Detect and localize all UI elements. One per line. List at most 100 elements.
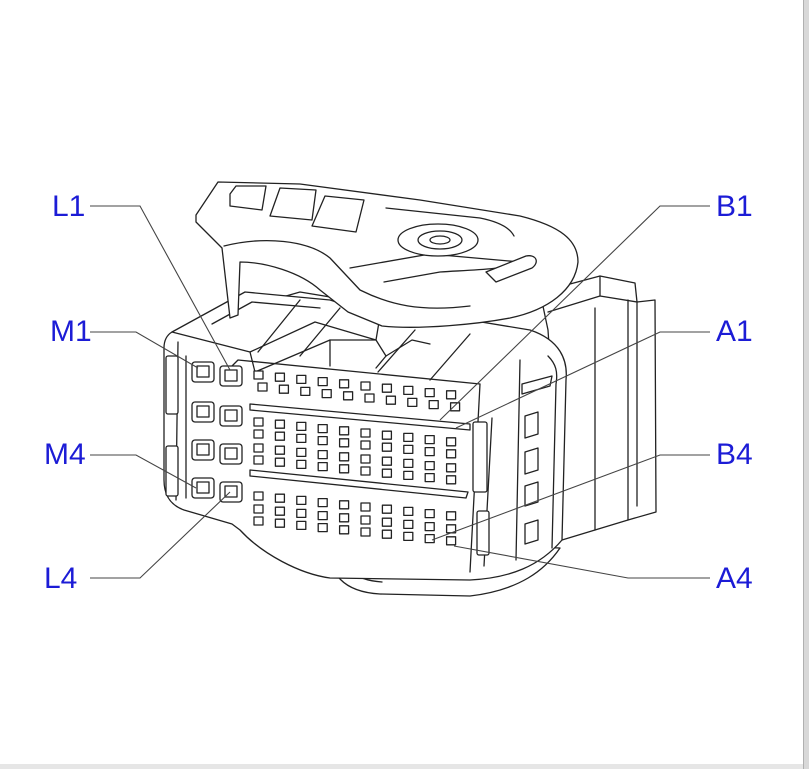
pin-cavity xyxy=(445,390,457,400)
pin-cavity xyxy=(274,372,286,382)
pin-cavity xyxy=(274,445,286,455)
pin-cavity xyxy=(381,442,393,452)
pin-cavity xyxy=(253,491,264,501)
pin-cavity xyxy=(317,510,328,521)
pin-cavity xyxy=(253,516,264,526)
pin-cavity xyxy=(424,446,435,457)
pin-cavity xyxy=(296,508,307,519)
pin-cavity xyxy=(321,388,332,399)
leader-M1 xyxy=(90,331,199,369)
pin-cavity xyxy=(338,452,350,462)
large-cavity-inner xyxy=(196,365,210,378)
pin-cavity xyxy=(424,533,435,544)
pin-cavity xyxy=(403,519,414,530)
pin-cavity xyxy=(274,518,286,528)
pin-cavity xyxy=(338,464,350,474)
pin-cavity xyxy=(424,472,435,483)
pin-cavity xyxy=(253,443,264,453)
pin-cavity xyxy=(424,387,435,398)
leader-A4 xyxy=(453,545,710,579)
leader-L4 xyxy=(90,491,231,579)
pin-cavity xyxy=(274,457,286,467)
pin-cavity xyxy=(296,495,307,506)
callout-L4: L4 xyxy=(44,562,78,595)
pin-cavity xyxy=(296,433,307,444)
pin-cavity xyxy=(403,458,414,469)
window-bottom-edge xyxy=(0,764,803,769)
pin-cavity xyxy=(424,460,435,471)
pin-cavity xyxy=(445,449,457,459)
pin-cavity xyxy=(403,506,414,517)
pin-cavity xyxy=(381,468,393,478)
large-cavity-inner xyxy=(224,447,238,460)
callout-L1: L1 xyxy=(52,190,86,223)
callout-A4: A4 xyxy=(716,562,753,595)
pin-slots xyxy=(165,355,490,556)
pin-cavity xyxy=(253,370,264,380)
pin-cavity xyxy=(360,502,371,512)
pin-cavity xyxy=(381,456,393,466)
pin-cavity xyxy=(274,493,286,503)
pin-cavity xyxy=(317,461,328,472)
callout-M4: M4 xyxy=(44,438,86,471)
pin-cavity xyxy=(360,381,371,391)
pin-cavity xyxy=(300,386,311,397)
pin-cavity xyxy=(360,454,371,464)
callout-A1: A1 xyxy=(716,315,753,348)
leader-lines xyxy=(90,205,710,579)
pin-cavity xyxy=(278,384,290,394)
pin-cavity xyxy=(317,376,328,387)
pin-cavity xyxy=(403,531,414,542)
pin-cavity xyxy=(381,430,393,440)
large-cavities xyxy=(191,361,243,503)
pin-cavity xyxy=(403,444,414,455)
pin-cavity xyxy=(296,374,307,385)
pin-cavity xyxy=(381,383,393,393)
pin-cavity xyxy=(317,423,328,434)
pin-cavity xyxy=(253,429,264,439)
large-cavity-inner xyxy=(196,405,210,418)
large-cavity-inner xyxy=(224,369,238,382)
pin-cavity xyxy=(360,428,371,438)
pin-cavity xyxy=(296,447,307,458)
pin-cavity xyxy=(360,466,371,476)
leader-A1 xyxy=(455,331,710,429)
pin-cavity xyxy=(338,426,350,436)
pin-cavity xyxy=(296,459,307,470)
pin-cavity xyxy=(317,449,328,460)
pin-cavity xyxy=(317,522,328,533)
pin-cavity xyxy=(428,399,439,410)
pin-cavity xyxy=(253,455,264,465)
leader-B1 xyxy=(439,205,710,421)
pin-cavity xyxy=(360,440,371,450)
pin-cavity xyxy=(360,515,371,525)
large-cavity-inner xyxy=(224,485,238,498)
callout-B4: B4 xyxy=(716,438,753,471)
callout-M1: M1 xyxy=(50,315,92,348)
pin-cavity xyxy=(381,517,393,527)
pin-cavity xyxy=(381,529,393,539)
pin-cavity xyxy=(342,391,354,401)
pin-grid xyxy=(253,370,461,546)
leader-B4 xyxy=(431,454,710,541)
pin-cavity xyxy=(257,382,268,392)
pin-cavity xyxy=(381,504,393,514)
pin-cavity xyxy=(403,470,414,481)
pin-cavity xyxy=(253,504,264,514)
large-cavity-inner xyxy=(196,443,210,456)
leader-M4 xyxy=(90,454,197,489)
pin-cavity xyxy=(253,417,264,427)
pin-cavity xyxy=(445,437,457,447)
pin-cavity xyxy=(445,536,457,546)
pin-cavity xyxy=(338,438,350,448)
window-right-edge xyxy=(803,0,809,769)
pin-cavity xyxy=(424,434,435,445)
pin-cavity xyxy=(424,521,435,532)
pin-cavity xyxy=(296,520,307,531)
large-cavity-inner xyxy=(196,481,210,494)
pin-cavity xyxy=(449,402,461,412)
side-windows xyxy=(521,375,553,545)
large-cavity-inner xyxy=(224,409,238,422)
pin-cavity xyxy=(445,463,457,473)
